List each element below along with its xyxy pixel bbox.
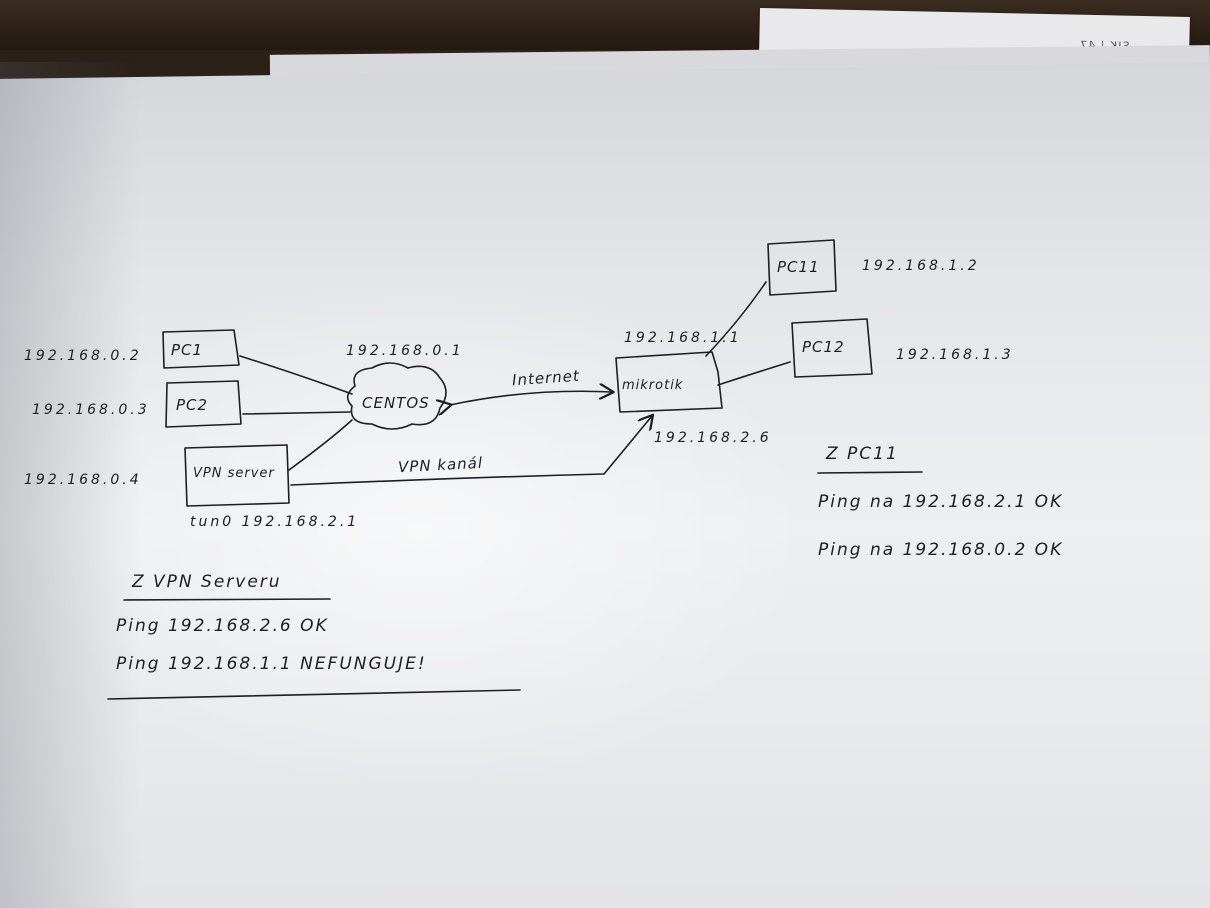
- vpn-notes-line2: Ping 192.168.1.1 NEFUNGUJE!: [116, 654, 427, 674]
- paper-shadow: [0, 62, 140, 908]
- pc11-notes-heading: Z PC11: [826, 444, 899, 464]
- vpn-server-box: [184, 444, 290, 507]
- paper-sheet: [0, 62, 1210, 908]
- mikrotik-ip-top: 192.168.1.1: [624, 330, 742, 346]
- vpn-tun-ip: tun0 192.168.2.1: [190, 514, 360, 530]
- pc12-box: [791, 318, 873, 378]
- pc11-notes-line2: Ping na 192.168.0.2 OK: [818, 540, 1064, 560]
- pc1-box: [162, 329, 240, 369]
- centos-label: CENTOS: [362, 394, 430, 412]
- pc11-label: PC11: [777, 258, 820, 276]
- pc11-box: [767, 239, 837, 296]
- pc2-label: PC2: [176, 396, 209, 414]
- link-mikrotik-pc12: [717, 361, 791, 386]
- link-pc2-centos: [242, 411, 351, 415]
- mikrotik-label: mikrotik: [622, 378, 684, 393]
- pc12-label: PC12: [802, 338, 845, 356]
- underline-vpn-heading: [123, 598, 331, 601]
- pc2-ip: 192.168.0.3: [32, 402, 150, 418]
- vpn-server-ip: 192.168.0.4: [24, 472, 142, 488]
- pc2-box: [165, 380, 242, 428]
- pc1-label: PC1: [171, 341, 204, 359]
- pc1-ip: 192.168.0.2: [24, 348, 142, 364]
- vpn-notes-heading: Z VPN Serveru: [132, 572, 282, 592]
- link-vpn-tunnel: [290, 416, 652, 486]
- underline-pc11-heading: [817, 471, 923, 474]
- link-mikrotik-pc11: [705, 281, 767, 357]
- pc11-notes-line1: Ping na 192.168.2.1 OK: [818, 492, 1064, 512]
- vpn-notes-line1: Ping 192.168.2.6 OK: [116, 616, 329, 636]
- pc11-ip: 192.168.1.2: [862, 258, 980, 274]
- link-vpn-centos: [288, 419, 353, 471]
- mikrotik-box: [615, 351, 723, 413]
- mikrotik-ip-bottom: 192.168.2.6: [654, 430, 772, 446]
- underline-vpn-notes: [107, 689, 521, 700]
- link-pc1-centos: [239, 355, 353, 395]
- link-internet: [450, 391, 612, 405]
- vpn-server-label: VPN server: [193, 466, 275, 481]
- pc12-ip: 192.168.1.3: [896, 347, 1014, 363]
- centos-ip: 192.168.0.1: [346, 343, 464, 359]
